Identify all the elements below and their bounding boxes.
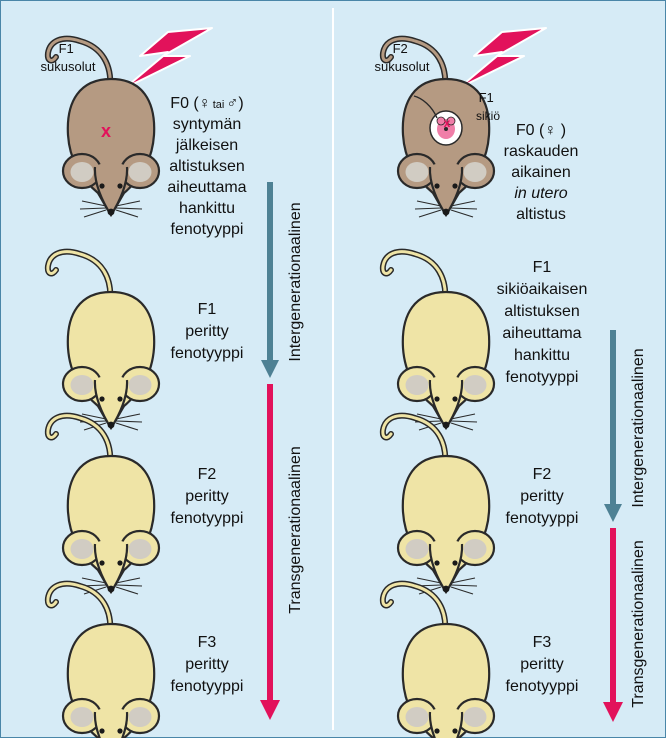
svg-text:sikiöaikaisen: sikiöaikaisen [497,281,588,298]
svg-text:fenotyyppi: fenotyyppi [506,510,579,527]
svg-text:F1: F1 [533,259,552,276]
svg-text:hankittu: hankittu [179,200,235,217]
svg-text:aiheuttama: aiheuttama [502,325,581,342]
svg-text:aiheuttama: aiheuttama [167,179,246,196]
svg-text:hankittu: hankittu [514,347,570,364]
left-transgenerational-label: Transgenerationaalinen [287,446,304,614]
svg-text:altistuksen: altistuksen [504,303,580,320]
svg-text:fenotyyppi: fenotyyppi [506,369,579,386]
svg-text:F1: F1 [198,301,217,318]
svg-text:aikainen: aikainen [511,164,571,181]
svg-text:peritty: peritty [185,323,229,340]
right-germ-mark: x [444,116,451,130]
svg-text:F2: F2 [533,466,552,483]
svg-text:peritty: peritty [520,488,564,505]
svg-text:fenotyyppi: fenotyyppi [506,678,579,695]
svg-text:F0 (♀tai♂): F0 (♀tai♂) [170,95,243,112]
svg-text:F2: F2 [198,466,217,483]
svg-text:in utero: in utero [514,185,567,202]
left-intergenerational-label: Intergenerationaalinen [287,202,304,361]
svg-text:syntymän: syntymän [173,116,241,133]
right-intergenerational-label: Intergenerationaalinen [630,348,647,507]
svg-text:altistuksen: altistuksen [169,158,245,175]
svg-text:fenotyyppi: fenotyyppi [171,510,244,527]
svg-text:fenotyyppi: fenotyyppi [171,678,244,695]
svg-text:fenotyyppi: fenotyyppi [171,221,244,238]
svg-text:peritty: peritty [520,656,564,673]
svg-text:jälkeisen: jälkeisen [175,137,238,154]
svg-text:F0 (♀ ): F0 (♀ ) [516,122,566,139]
svg-text:peritty: peritty [185,656,229,673]
svg-text:raskauden: raskauden [504,143,579,160]
svg-text:F3: F3 [533,634,552,651]
svg-text:altistus: altistus [516,206,566,223]
germ-cell-mark: x [101,121,111,141]
svg-text:F3: F3 [198,634,217,651]
right-transgenerational-label: Transgenerationaalinen [630,540,647,708]
svg-text:fenotyyppi: fenotyyppi [171,345,244,362]
left-f0-text: F0 (♀tai♂) syntymän jälkeisen altistukse… [167,95,246,238]
svg-text:peritty: peritty [185,488,229,505]
